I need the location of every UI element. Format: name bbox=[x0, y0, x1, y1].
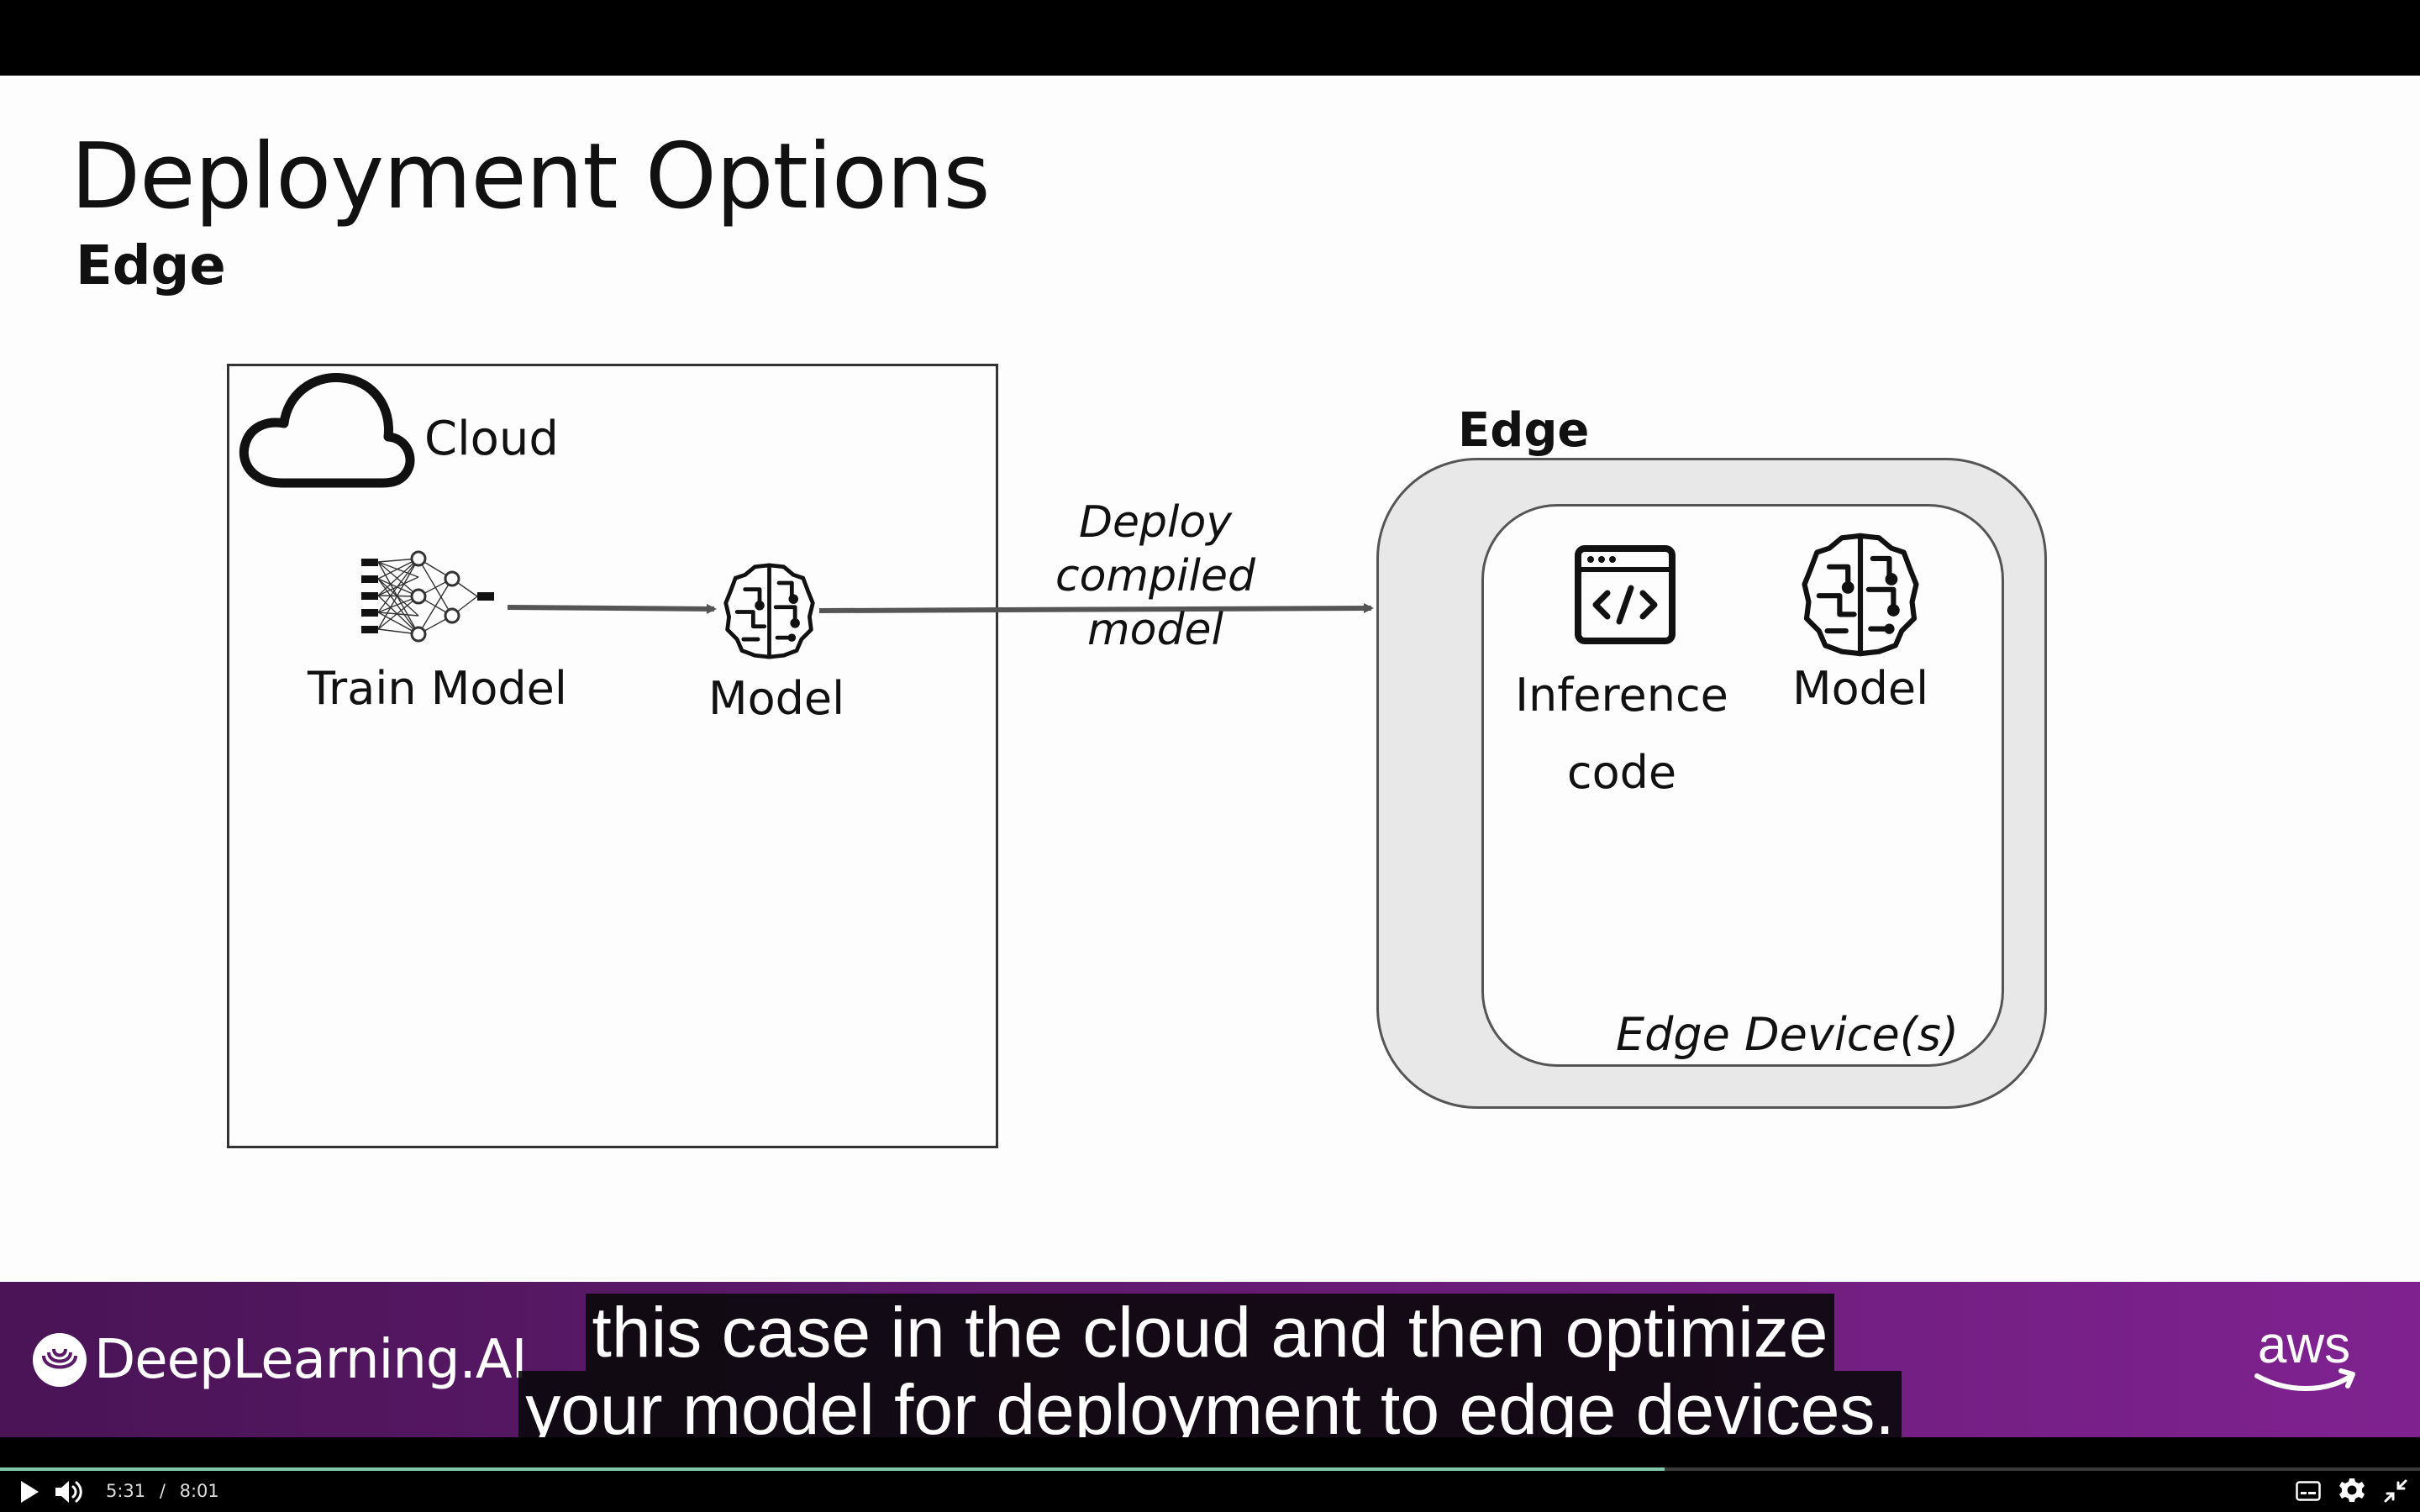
cloud-icon bbox=[239, 373, 415, 488]
aws-logo-text: aws bbox=[2258, 1316, 2350, 1374]
code-window-icon bbox=[1575, 545, 1676, 644]
exit-fullscreen-icon[interactable] bbox=[2383, 1478, 2408, 1504]
aws-logo: aws bbox=[2254, 1316, 2355, 1391]
edge-model-label: Model bbox=[1792, 662, 1929, 715]
deeplearning-logo-text: DeepLearning.AI bbox=[94, 1329, 527, 1391]
inference-label-line2: code bbox=[1566, 746, 1677, 799]
volume-icon[interactable] bbox=[54, 1478, 84, 1506]
time-separator: / bbox=[159, 1481, 166, 1501]
slide: Deployment Options Edge Cloud Train M bbox=[0, 76, 2420, 1282]
caption-line-2: your model for deployment to edge device… bbox=[518, 1371, 1902, 1448]
duration: 8:01 bbox=[179, 1481, 219, 1501]
top-letterbox bbox=[0, 0, 2420, 76]
brain-icon bbox=[1802, 533, 1919, 657]
edge-device-box bbox=[1481, 504, 2004, 1067]
edge-devices-label: Edge Device(s) bbox=[1616, 1008, 1960, 1061]
deploy-arrow-label: Deploy compiled model bbox=[992, 496, 1319, 657]
time-display: 5:31 / 8:01 bbox=[106, 1481, 219, 1501]
caption-line-1: this case in the cloud and then optimize bbox=[585, 1294, 1835, 1371]
cloud-box bbox=[227, 364, 998, 1148]
inference-code-label: Inference code bbox=[1512, 657, 1731, 811]
player-controls: 5:31 / 8:01 bbox=[0, 1437, 2420, 1512]
gear-icon[interactable] bbox=[2338, 1477, 2365, 1504]
slide-subtitle: Edge bbox=[76, 235, 226, 297]
deploy-label-line1: Deploy bbox=[1078, 497, 1233, 548]
neural-network-icon bbox=[361, 550, 494, 643]
flow-arrows bbox=[507, 603, 1374, 614]
play-icon[interactable] bbox=[18, 1479, 40, 1504]
brain-icon bbox=[723, 563, 815, 659]
cloud-label: Cloud bbox=[424, 412, 559, 466]
deeplearning-logo-icon bbox=[33, 1333, 87, 1387]
inference-label-line1: Inference bbox=[1515, 669, 1728, 722]
progress-fill bbox=[0, 1467, 1665, 1471]
model-label: Model bbox=[708, 672, 845, 725]
deploy-label-line2: compiled model bbox=[1055, 551, 1255, 655]
current-time: 5:31 bbox=[106, 1481, 146, 1501]
slide-title: Deployment Options bbox=[71, 124, 991, 229]
edge-group-label: Edge bbox=[1458, 403, 1590, 458]
subtitle-captions: this case in the cloud and then optimize… bbox=[0, 1294, 2420, 1448]
train-model-label: Train Model bbox=[308, 662, 567, 715]
closed-captions-icon[interactable] bbox=[2296, 1481, 2321, 1501]
